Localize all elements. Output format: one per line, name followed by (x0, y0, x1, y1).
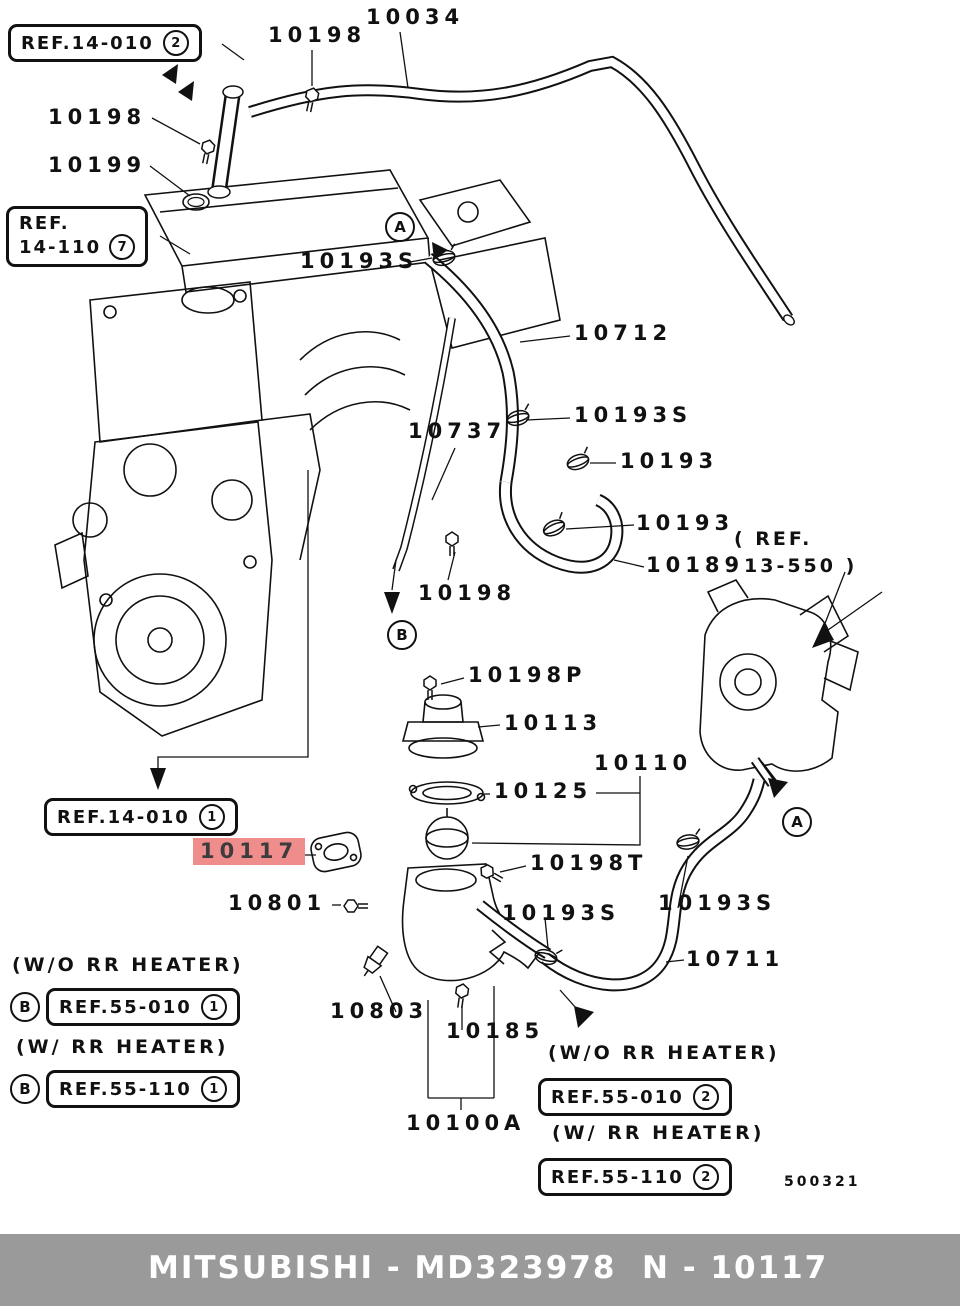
part-label-10198p: 10198P (468, 663, 587, 687)
part-label-10198-left: 10198 (48, 105, 147, 129)
ref-box-55-110-right: REF.55-110 2 (538, 1158, 732, 1196)
part-label-10189: 10189 (646, 553, 745, 577)
marker-b-mid: B (387, 620, 417, 650)
ref-label: REF.14-010 (21, 32, 154, 54)
ref-label: REF.55-010 (551, 1086, 684, 1108)
ref-number-badge: 1 (200, 1076, 227, 1102)
ref-number-badge: 2 (162, 30, 189, 56)
part-label-10100a: 10100A (406, 1111, 526, 1135)
footer-reference-number: N - 10117 (642, 1250, 829, 1286)
part-label-10125: 10125 (494, 779, 593, 803)
part-label-10193-1: 10193 (620, 449, 719, 473)
part-label-10117-highlighted: 10117 (193, 838, 306, 865)
part-label-10110: 10110 (594, 751, 693, 775)
part-label-10193s-4: 10193S (658, 891, 777, 915)
ref-number-badge: 2 (692, 1164, 719, 1190)
marker-a-top: A (385, 212, 415, 242)
part-label-10737: 10737 (408, 419, 507, 443)
part-label-10711: 10711 (686, 947, 785, 971)
ref-label-line2: 14-110 (19, 236, 102, 258)
ref-label: REF.55-110 (59, 1078, 192, 1100)
plate-code: 500321 (784, 1174, 861, 1190)
heading-wo-rr-heater-left: (W/O RR HEATER) (12, 954, 244, 976)
part-label-10193-2: 10193 (636, 511, 735, 535)
ref-number-badge: 2 (692, 1084, 719, 1110)
heading-w-rr-heater-left: (W/ RR HEATER) (16, 1036, 229, 1058)
marker-a-right: A (782, 807, 812, 837)
ref-label: REF.14-010 (57, 806, 190, 828)
part-label-10034: 10034 (366, 5, 465, 29)
ref-box-14-010-top: REF.14-010 2 (8, 24, 202, 62)
part-label-10712: 10712 (574, 321, 673, 345)
ref-box-55-010-right: REF.55-010 2 (538, 1078, 732, 1116)
ref-box-14-010-mid: REF.14-010 1 (44, 798, 238, 836)
footer-brand-part-number: MITSUBISHI - MD323978 (148, 1250, 617, 1286)
ref-label: REF.55-110 (551, 1166, 684, 1188)
part-label-10198-top: 10198 (268, 23, 367, 47)
highlight-10117: 10117 (193, 838, 306, 865)
ref-label-line2: 13-550 ) (744, 554, 858, 577)
part-label-10803: 10803 (330, 999, 429, 1023)
part-label-10185: 10185 (446, 1019, 545, 1043)
ref-label-line1: REF. (19, 213, 70, 234)
marker-b-circle-2: B (10, 1074, 40, 1104)
ref-label-line1: ( REF. (734, 528, 813, 550)
footer-bar: MITSUBISHI - MD323978 N - 10117 (0, 1234, 960, 1306)
ref-label: REF.55-010 (59, 996, 192, 1018)
part-label-10198t: 10198T (530, 851, 648, 875)
ref-box-55-110-left: REF.55-110 1 (46, 1070, 240, 1108)
part-label-10193s-3: 10193S (502, 901, 621, 925)
heading-wo-rr-heater-right: (W/O RR HEATER) (548, 1042, 780, 1064)
ref-box-55-010-left: REF.55-010 1 (46, 988, 240, 1026)
ref-box-14-110: REF. 14-110 7 (6, 206, 149, 267)
part-label-10193s-2: 10193S (574, 403, 693, 427)
heading-w-rr-heater-right: (W/ RR HEATER) (552, 1122, 765, 1144)
part-label-10199: 10199 (48, 153, 147, 177)
ref-number-badge: 7 (109, 234, 136, 260)
part-label-10198-mid: 10198 (418, 581, 517, 605)
marker-b-circle-1: B (10, 992, 40, 1022)
engine-diagram-line-art (54, 31, 883, 1110)
part-label-10801: 10801 (228, 891, 327, 915)
ref-text-13-550: ( REF. 13-550 ) (734, 526, 857, 579)
part-label-10113: 10113 (504, 711, 603, 735)
ref-number-badge: 1 (200, 994, 227, 1020)
part-label-10193s-1: 10193S (300, 249, 419, 273)
ref-number-badge: 1 (198, 804, 225, 830)
